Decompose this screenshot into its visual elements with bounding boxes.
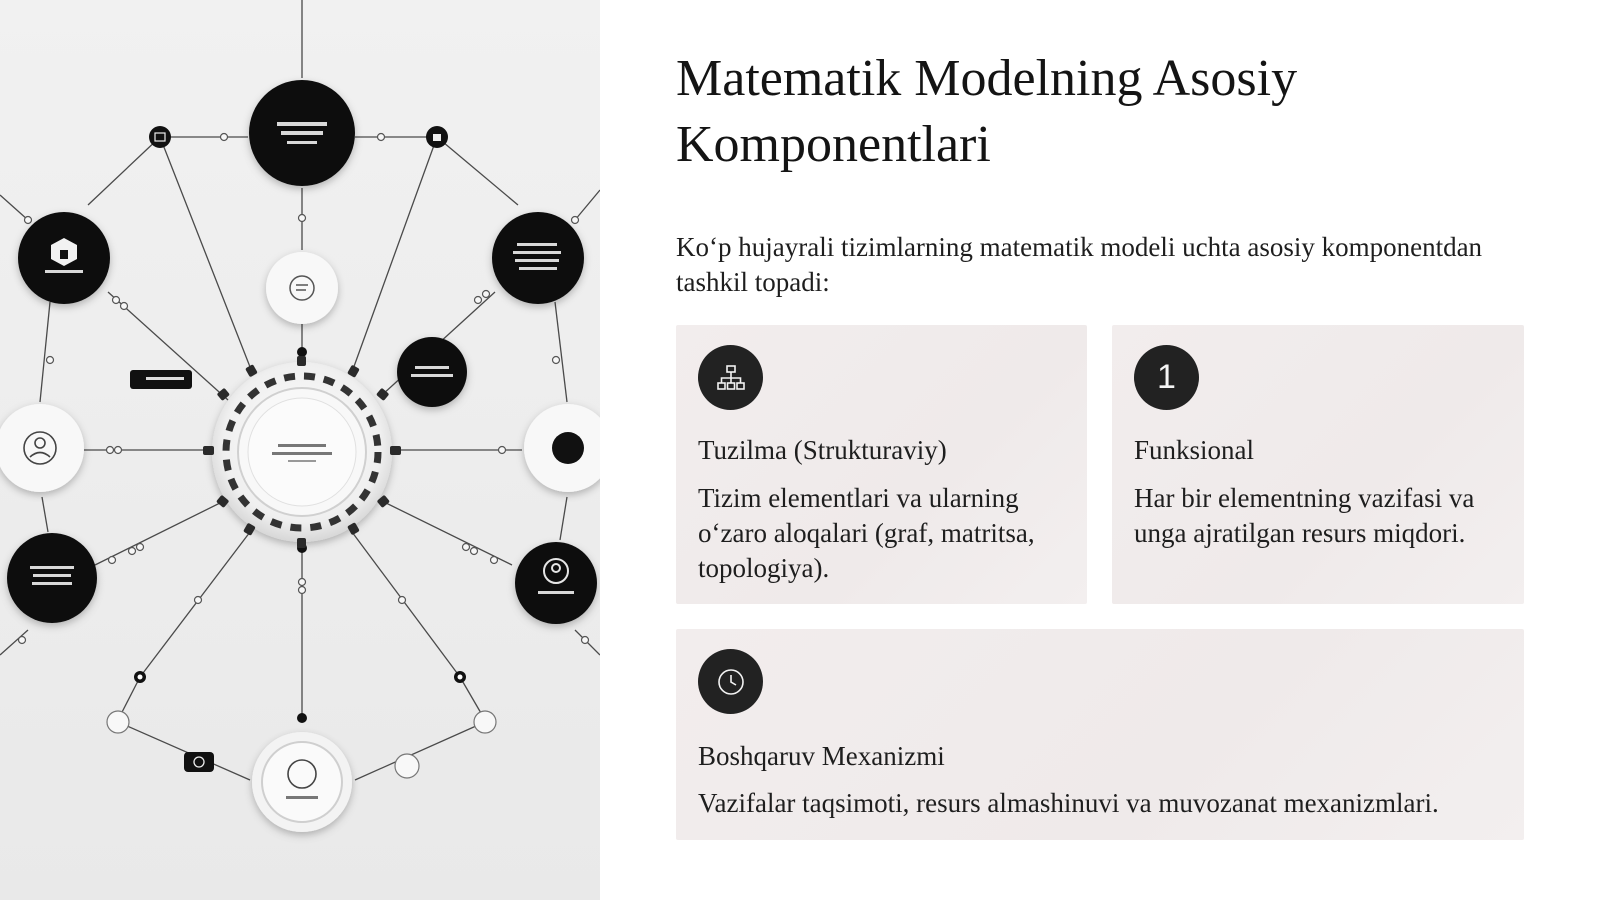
box-icon (51, 238, 77, 266)
card-description: Tizim elementlari va ularning o‘zaro alo… (698, 483, 1035, 583)
component-card-structure: Tuzilma (Strukturaviy) Tizim elementlari… (676, 325, 1087, 604)
ring-node-label-bar (286, 796, 318, 799)
network-illustration (0, 0, 600, 900)
pin-icon (543, 558, 569, 584)
light-nodes (0, 252, 600, 832)
card-number: 1 (1157, 358, 1176, 396)
hierarchy-icon (698, 345, 763, 410)
user-icon (23, 431, 57, 465)
dark-node-label-bars (30, 122, 574, 594)
card-description: Vazifalar taqsimoti, resurs almashinuvi … (698, 788, 1439, 818)
central-hub (212, 362, 392, 542)
component-card-control: Boshqaruv Mexanizmi Vazifalar taqsimoti,… (676, 629, 1524, 840)
small-dark-dot-centers (137, 674, 463, 680)
number-one-icon: 1 (1134, 345, 1199, 410)
component-card-functional: 1 Funksional Har bir elementning vazifas… (1112, 325, 1524, 604)
card-heading: Tuzilma (Strukturaviy) (698, 435, 947, 465)
card-heading: Boshqaruv Mexanizmi (698, 741, 945, 771)
intro-text: Ko‘p hujayrali tizimlarning matematik mo… (676, 232, 1483, 297)
ring-icon (287, 759, 317, 789)
chat-icon (289, 275, 315, 301)
card-description: Har bir elementning vazifasi va unga ajr… (1134, 483, 1475, 548)
small-badges (130, 126, 448, 772)
connector-dots (17, 132, 590, 645)
record-icon (552, 432, 584, 464)
slide-title: Matematik Modelning Asosiy Komponentlari (676, 50, 1298, 173)
network-diagram-illustration (0, 0, 600, 832)
clock-icon (698, 649, 763, 714)
card-heading: Funksional (1134, 435, 1255, 465)
hub-ports (203, 356, 401, 548)
content-panel: Matematik Modelning Asosiy Komponentlari… (600, 0, 1600, 900)
